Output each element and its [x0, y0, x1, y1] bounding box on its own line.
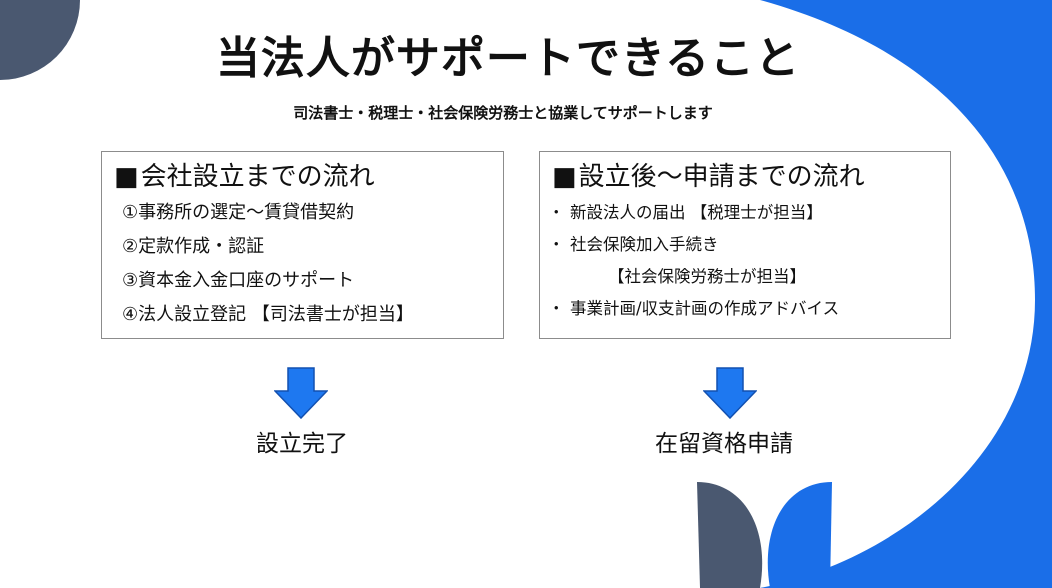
list-item: ③資本金入金口座のサポート [122, 270, 355, 291]
down-arrow-icon [703, 367, 757, 419]
box-heading-text: 設立後～申請までの流れ [578, 162, 865, 192]
leaf-icon [697, 482, 763, 588]
setup-complete-label: 設立完了 [256, 431, 348, 457]
square-bullet-icon: ■ [114, 162, 139, 192]
list-item: ・新設法人の届出 【税理士が担当】 [548, 197, 839, 229]
box-heading-text: 会社設立までの流れ [140, 162, 375, 192]
bullet-dot-icon: ・ [548, 299, 565, 318]
setup-steps-list: ①事務所の選定～賃貸借契約 ②定款作成・認証 ③資本金入金口座のサポート ④法人… [122, 196, 414, 332]
list-item-text: 事業計画/収支計画の作成アドバイス [570, 299, 840, 318]
corner-circle-shape [0, 0, 80, 80]
bullet-dot-icon: ・ [548, 203, 565, 222]
bullet-dot-icon: ・ [548, 235, 565, 254]
leaf-icon [767, 482, 832, 588]
page-subtitle: 司法書士・税理士・社会保険労務士と協業してサポートします [293, 104, 713, 122]
box-heading: ■会社設立までの流れ [114, 156, 375, 193]
square-bullet-icon: ■ [552, 162, 577, 192]
company-setup-flow-box: ■会社設立までの流れ ①事務所の選定～賃貸借契約 ②定款作成・認証 ③資本金入金… [101, 151, 504, 339]
list-item-text: 社会保険加入手続き [570, 235, 719, 254]
down-arrow-icon [274, 367, 328, 419]
list-item: ②定款作成・認証 [122, 236, 265, 257]
page-title: 当法人がサポートできること [215, 33, 801, 84]
list-item-continuation: 【社会保険労務士が担当】 [608, 267, 806, 286]
visa-application-label: 在留資格申請 [655, 431, 793, 457]
post-setup-items-list: ・新設法人の届出 【税理士が担当】 ・社会保険加入手続き 【社会保険労務士が担当… [548, 197, 839, 325]
list-item-text: 新設法人の届出 【税理士が担当】 [570, 203, 823, 222]
list-item: ④法人設立登記 【司法書士が担当】 [122, 304, 414, 325]
list-item: ・社会保険加入手続き [548, 229, 839, 261]
box-heading: ■設立後～申請までの流れ [552, 156, 865, 193]
right-blue-band [760, 0, 1052, 588]
list-item: ①事務所の選定～賃貸借契約 [122, 202, 355, 223]
post-setup-flow-box: ■設立後～申請までの流れ ・新設法人の届出 【税理士が担当】 ・社会保険加入手続… [539, 151, 951, 339]
list-item: ・事業計画/収支計画の作成アドバイス [548, 293, 839, 325]
